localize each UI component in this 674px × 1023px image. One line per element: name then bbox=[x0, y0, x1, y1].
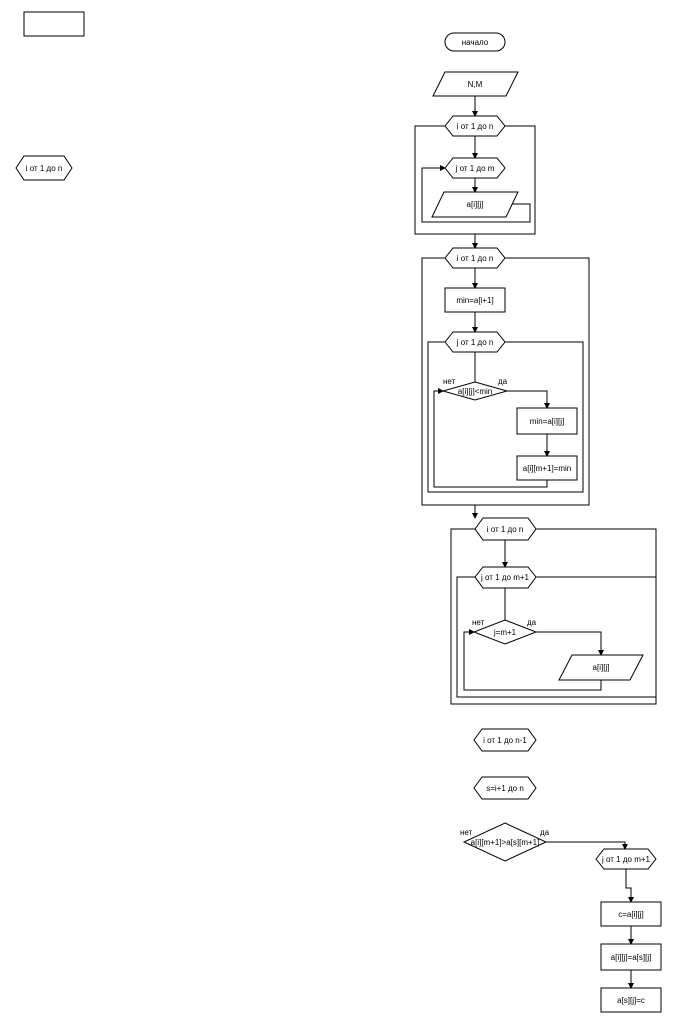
loop-j-1-label: j от 1 до m bbox=[455, 164, 495, 173]
legend-loop-block bbox=[15, 155, 73, 181]
loop-j-4-block bbox=[595, 848, 657, 870]
min-init-label: min=a[i+1] bbox=[456, 296, 493, 305]
loop-i-2-block bbox=[444, 247, 506, 269]
cond-min-no: нет bbox=[443, 377, 456, 386]
loop-j-4-label: j от 1 до m+1 bbox=[601, 855, 651, 864]
store-min-block bbox=[516, 455, 578, 481]
loop-i-1-block bbox=[444, 115, 506, 137]
cond-swap-label: a[i][m+1]>a[s][m+1] bbox=[471, 838, 540, 847]
loop-i-3-label: i от 1 до n bbox=[487, 525, 524, 534]
legend-loop-label: i от 1 до n bbox=[26, 164, 63, 173]
swap-1-label: c=a[i][j] bbox=[618, 910, 644, 919]
cond-swap-yes: да bbox=[540, 828, 550, 837]
min-init-block bbox=[444, 287, 506, 313]
min-assign-label: min=a[i][j] bbox=[530, 417, 564, 426]
loop-s-block bbox=[473, 776, 537, 800]
input-a-label: a[i][j] bbox=[467, 200, 484, 209]
cond-min-label: a[i][j]<min bbox=[458, 387, 492, 396]
loop-frame-5 bbox=[456, 576, 657, 698]
swap-1-block bbox=[600, 901, 662, 927]
loop-s-label: s=i+1 до n bbox=[486, 784, 524, 793]
start-label: начало bbox=[462, 38, 489, 47]
legend-process-block bbox=[23, 11, 85, 37]
swap-3-block bbox=[600, 987, 662, 1013]
loop-j-3-label: j от 1 до m+1 bbox=[480, 573, 530, 582]
cond-j-yes: да bbox=[527, 618, 537, 627]
loop-j-2-label: j от 1 до n bbox=[456, 338, 494, 347]
start-terminal bbox=[444, 32, 506, 52]
output-a-block bbox=[558, 654, 644, 681]
loop-i-4-block bbox=[473, 728, 537, 752]
input-nm-block bbox=[432, 71, 519, 97]
loop-i-2-label: i от 1 до n bbox=[457, 254, 494, 263]
loop-j-1-block bbox=[444, 157, 506, 179]
loop-i-4-label: i от 1 до n-1 bbox=[483, 736, 527, 745]
output-a-label: a[i][j] bbox=[593, 663, 610, 672]
cond-swap-no: нет bbox=[460, 828, 473, 837]
swap-2-label: a[i][j]=a[s][j] bbox=[611, 953, 652, 962]
cond-min-yes: да bbox=[498, 377, 508, 386]
loop-j-2-block bbox=[444, 331, 506, 353]
cond-min-diamond bbox=[441, 381, 509, 401]
loop-i-3-block bbox=[474, 517, 537, 541]
cond-j-no: нет bbox=[472, 618, 485, 627]
loop-i-1-label: i от 1 до n bbox=[457, 122, 494, 131]
swap-3-label: a[s][j]=c bbox=[617, 996, 645, 1005]
loop-j-3-block bbox=[474, 566, 537, 589]
cond-j-diamond bbox=[472, 619, 538, 645]
min-assign-block bbox=[516, 407, 578, 435]
cond-j-label: j=m+1 bbox=[493, 628, 517, 637]
swap-2-block bbox=[600, 943, 662, 971]
cond-swap-diamond bbox=[462, 822, 548, 862]
input-nm-label: N,M bbox=[468, 80, 483, 89]
input-a-block bbox=[431, 191, 519, 218]
store-min-label: a[i][m+1]=min bbox=[523, 464, 571, 473]
